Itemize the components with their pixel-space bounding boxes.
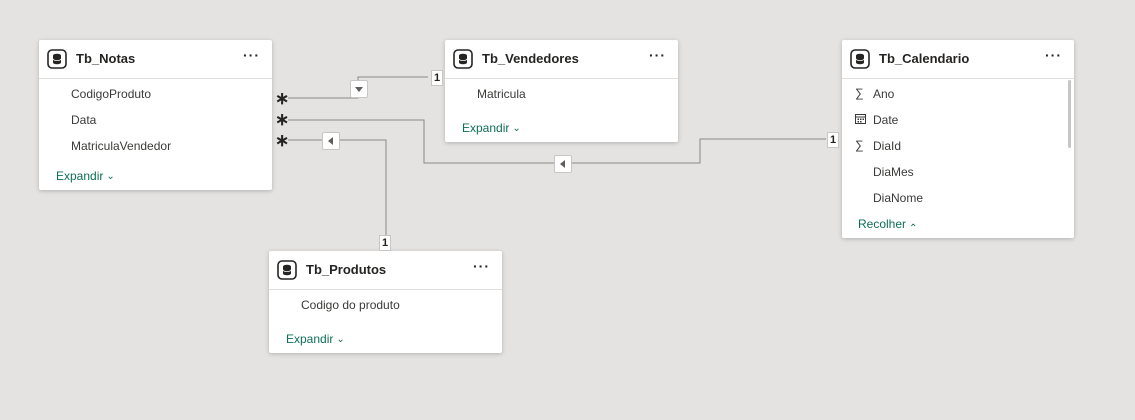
chevron-down-icon: ⌄ — [512, 123, 521, 134]
arrow-left-icon — [328, 137, 333, 145]
more-options-button[interactable]: ··· — [649, 47, 666, 63]
arrow-left-icon — [560, 160, 565, 168]
one-cardinality-marker: 1 — [431, 70, 443, 86]
many-cardinality-marker: ∗ — [275, 110, 290, 129]
collapse-button[interactable]: Recolher⌃ — [858, 217, 917, 234]
rel-line-notas-produtos — [288, 139, 387, 236]
arrow-down-icon — [355, 87, 363, 92]
field-diaid[interactable]: DiaId — [873, 139, 902, 153]
table-card-produtos[interactable]: Tb_Produtos ··· Codigo do produto Expand… — [269, 251, 502, 353]
table-icon — [277, 260, 297, 280]
more-options-button[interactable]: ··· — [473, 258, 490, 274]
expand-button[interactable]: Expandir⌄ — [462, 121, 521, 135]
field-matricula[interactable]: Matricula — [477, 87, 526, 101]
expand-button[interactable]: Expandir⌄ — [56, 169, 115, 183]
chevron-down-icon: ⌄ — [106, 171, 115, 182]
calendar-icon — [855, 114, 866, 124]
table-title: Tb_Produtos — [306, 262, 387, 277]
table-icon — [453, 49, 473, 69]
expand-label: Expandir — [56, 169, 104, 183]
table-icon — [47, 49, 67, 69]
field-date[interactable]: Date — [873, 113, 899, 127]
collapse-label: Recolher — [858, 217, 907, 231]
field-data[interactable]: Data — [71, 113, 97, 127]
expand-button[interactable]: Expandir⌄ — [286, 332, 345, 346]
table-title: Tb_Notas — [76, 51, 136, 66]
table-card-calendario[interactable]: Tb_Calendario ··· ∑ Ano Date ∑ DiaId Dia… — [842, 40, 1074, 238]
expand-label: Expandir — [286, 332, 334, 346]
filter-direction-icon[interactable] — [322, 132, 340, 150]
more-options-button[interactable]: ··· — [243, 47, 260, 63]
expand-label: Expandir — [462, 121, 510, 135]
field-codigo-do-produto[interactable]: Codigo do produto — [301, 298, 400, 312]
table-header: Tb_Notas ··· — [39, 40, 272, 79]
filter-direction-icon[interactable] — [554, 155, 572, 173]
field-dianome[interactable]: DiaNome — [873, 191, 924, 205]
one-cardinality-marker: 1 — [827, 132, 839, 148]
field-ano[interactable]: Ano — [873, 87, 895, 101]
field-matriculavendedor[interactable]: MatriculaVendedor — [71, 139, 172, 153]
many-cardinality-marker: ∗ — [275, 89, 290, 108]
sigma-icon: ∑ — [855, 138, 864, 152]
field-codigoproduto[interactable]: CodigoProduto — [71, 87, 152, 101]
filter-direction-icon[interactable] — [350, 80, 368, 98]
sigma-icon: ∑ — [855, 86, 864, 100]
scrollbar[interactable] — [1068, 80, 1071, 148]
table-card-vendedores[interactable]: Tb_Vendedores ··· Matricula Expandir⌄ — [445, 40, 678, 142]
one-cardinality-marker: 1 — [379, 235, 391, 251]
chevron-down-icon: ⌄ — [336, 334, 345, 345]
table-title: Tb_Calendario — [879, 51, 970, 66]
table-header: Tb_Calendario ··· — [842, 40, 1074, 79]
table-header: Tb_Vendedores ··· — [445, 40, 678, 79]
table-header: Tb_Produtos ··· — [269, 251, 502, 290]
many-cardinality-marker: ∗ — [275, 131, 290, 150]
table-title: Tb_Vendedores — [482, 51, 579, 66]
field-diames[interactable]: DiaMes — [873, 165, 914, 179]
table-card-notas[interactable]: Tb_Notas ··· CodigoProduto Data Matricul… — [39, 40, 272, 190]
more-options-button[interactable]: ··· — [1045, 47, 1062, 63]
table-icon — [850, 49, 870, 69]
chevron-up-icon: ⌃ — [909, 223, 918, 234]
